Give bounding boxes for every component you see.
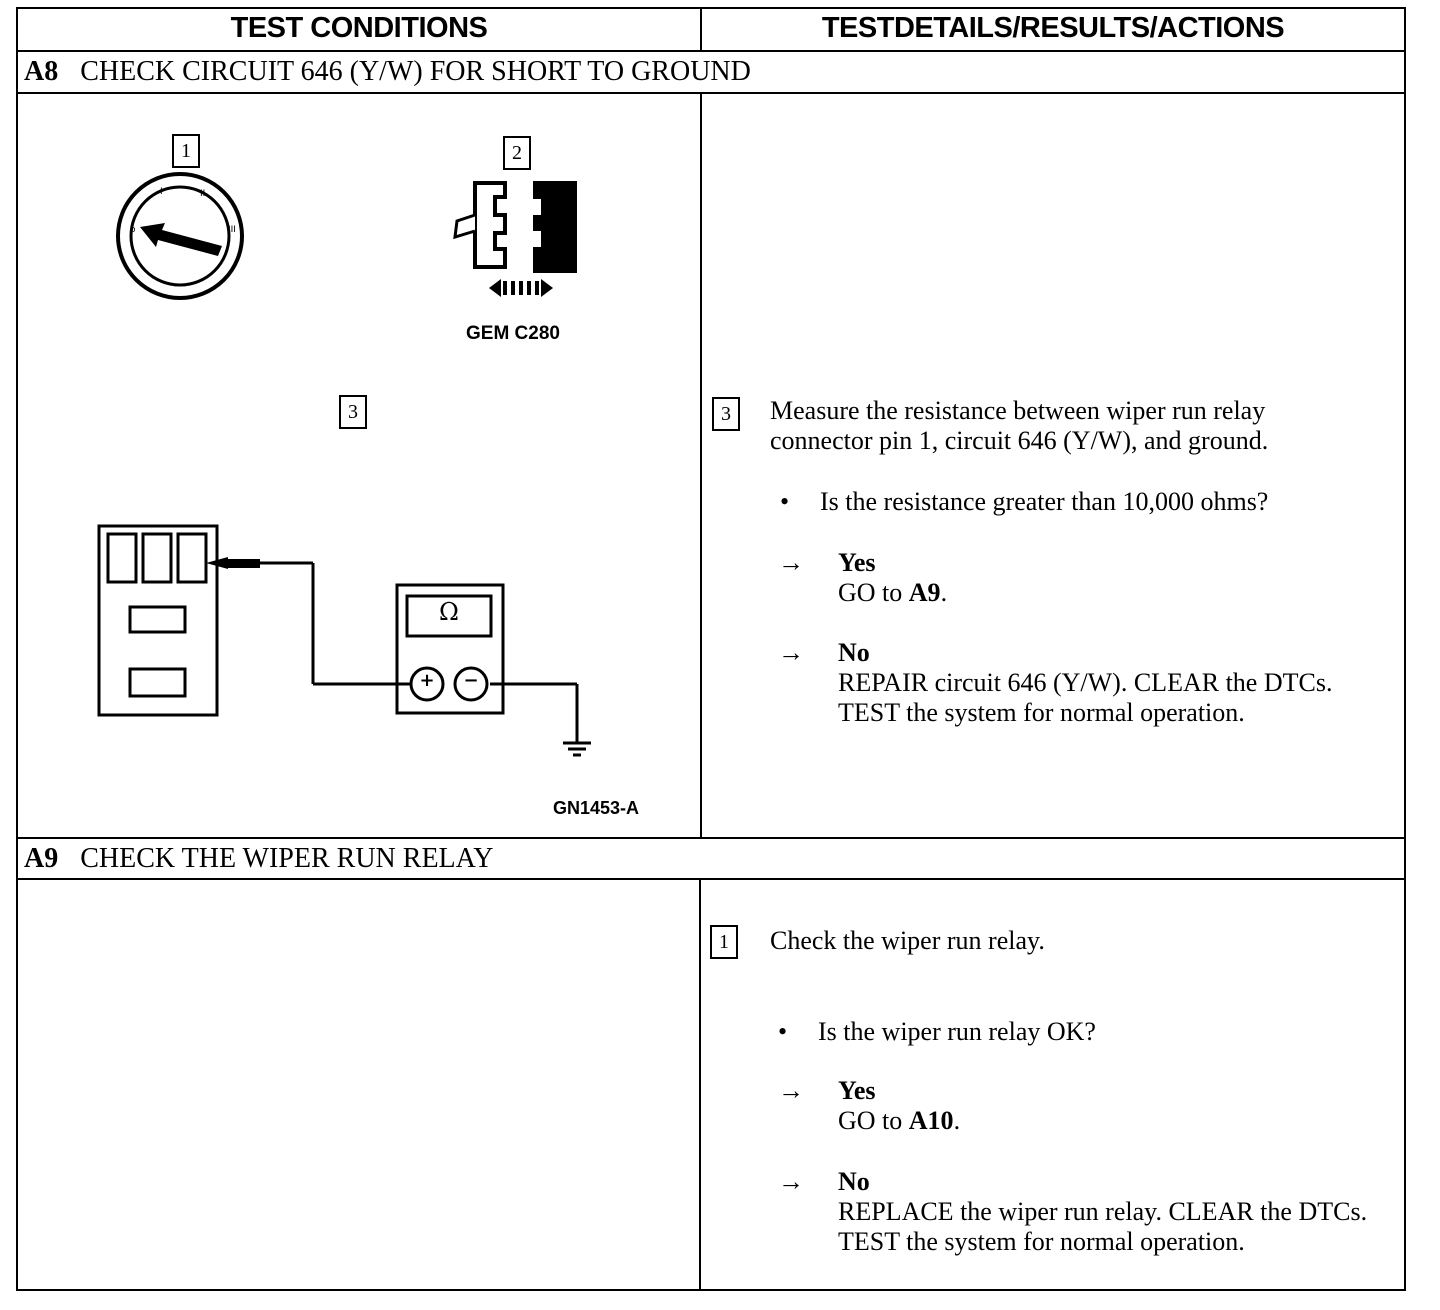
step-box-1: 1 [172,134,200,168]
arrow-icon: → [778,548,804,577]
meter-minus-terminal: − [463,670,479,691]
a9-question: Is the wiper run relay OK? [818,1017,1096,1046]
section-title: CHECK CIRCUIT 646 (Y/W) FOR SHORT TO GRO… [80,56,751,87]
a8-instruction: Measure the resistance between wiper run… [770,396,1269,455]
arrow-icon: → [778,1167,804,1196]
step-box-2: 2 [503,136,531,170]
action-prefix: GO to [838,1106,909,1135]
relay-meter-schematic [97,524,591,757]
svg-text:II: II [200,189,205,199]
ohm-symbol: Ω [439,598,459,626]
step-box-3: 3 [339,395,367,429]
a8-no-action: REPAIR circuit 646 (Y/W). CLEAR the DTCs… [838,668,1333,727]
detail-step-box-3: 3 [712,397,740,431]
action-suffix: . [940,578,948,607]
a8-yes-label: Yes [838,548,876,577]
relay-connector [97,524,219,717]
a9-no-action: REPLACE the wiper run relay. CLEAR the D… [838,1197,1368,1256]
meter-plus-terminal: + [419,670,435,691]
a9-yes-action: GO to A10. [838,1106,960,1136]
arrow-icon: → [778,1076,804,1105]
figure-id: GN1453-A [553,798,640,818]
section-a8-title: A8 CHECK CIRCUIT 646 (Y/W) FOR SHORT TO G… [24,56,751,88]
action-target[interactable]: A10 [908,1106,954,1135]
svg-text:I: I [160,187,163,197]
bullet: • [778,1017,788,1046]
action-prefix: GO to [838,578,909,607]
arrow-icon: → [778,638,804,667]
section-title: CHECK THE WIPER RUN RELAY [80,843,494,874]
section-id: A8 [24,56,59,87]
a9-instruction: Check the wiper run relay. [770,926,1045,955]
connector-icon [453,181,577,297]
a8-question: Is the resistance greater than 10,000 oh… [820,487,1269,516]
header-test-conditions: TEST CONDITIONS [230,12,488,44]
header-test-details: TESTDETAILS/RESULTS/ACTIONS [821,12,1285,44]
bullet: • [780,487,790,516]
ignition-switch-icon: o I II III [116,172,244,300]
a9-no-label: No [838,1167,870,1196]
action-suffix: . [953,1106,961,1135]
a8-no-label: No [838,638,870,667]
action-target[interactable]: A9 [908,578,941,607]
detail-step-box-1: 1 [710,925,738,959]
section-a9-title: A9 CHECK THE WIPER RUN RELAY [24,843,494,875]
section-id: A9 [24,843,59,874]
svg-text:o: o [130,225,136,235]
ohmmeter [395,583,505,715]
a8-yes-action: GO to A9. [838,578,947,608]
connector-label: GEM C280 [466,323,560,344]
svg-text:III: III [228,225,236,235]
a9-yes-label: Yes [838,1076,876,1105]
